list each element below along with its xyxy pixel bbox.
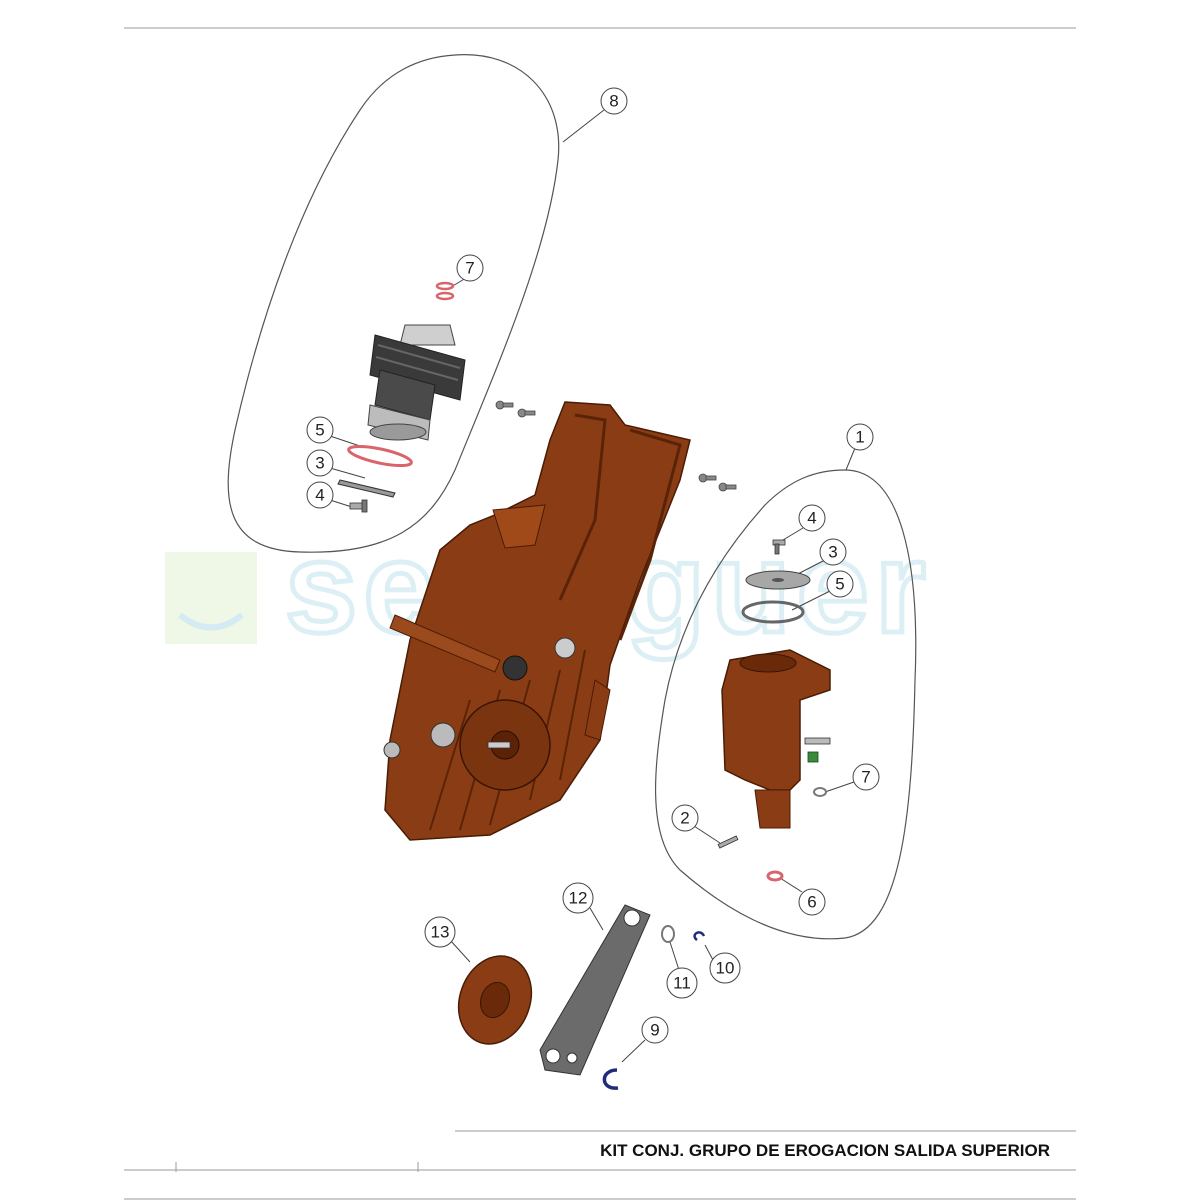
o-ring-5-right [741,600,805,624]
callout-10: 10 [709,952,741,984]
callout-3-left: 3 [306,449,334,477]
svg-text:9: 9 [650,1021,659,1040]
svg-text:5: 5 [835,575,844,594]
svg-text:4: 4 [807,509,816,528]
group-8-outline [227,54,560,553]
callout-5-left: 5 [306,416,334,444]
svg-text:2: 2 [680,809,689,828]
washer-7-right [813,787,827,797]
group-1-parts [717,539,831,882]
svg-text:12: 12 [569,889,588,908]
o-ring-6 [766,870,784,882]
callout-9: 9 [641,1016,669,1044]
svg-text:13: 13 [431,923,450,942]
clip-10 [693,931,706,942]
callout-7-right: 7 [852,763,880,791]
screw-4-right [772,539,786,555]
callout-4-right: 4 [798,504,826,532]
group-1-outline [655,469,917,940]
callouts: 8 7 5 3 4 1 4 3 5 7 2 6 12 13 11 10 9 [306,87,880,1044]
svg-text:10: 10 [716,959,735,978]
svg-text:11: 11 [673,974,691,993]
bottom-parts [457,904,706,1090]
callout-2: 2 [671,804,699,832]
callout-3-right: 3 [819,538,847,566]
callout-11: 11 [666,967,698,999]
pulley-13 [457,955,533,1045]
svg-text:6: 6 [807,893,816,912]
callout-5-right: 5 [826,570,854,598]
svg-text:1: 1 [855,428,864,447]
horizontal-rod [389,614,501,673]
washer-3-left [337,479,396,498]
drawing-title: KIT CONJ. GRUPO DE EROGACION SALIDA SUPE… [600,1141,1050,1160]
o-ring-5-left [347,444,413,468]
main-housing [383,401,691,841]
funnel [492,504,546,549]
callout-7-left: 7 [456,254,484,282]
spout-body [721,649,831,829]
drawing-frame [124,27,1076,1200]
svg-text:3: 3 [315,454,324,473]
callout-13: 13 [424,916,456,948]
valve-cartridge [367,324,466,441]
callout-8: 8 [600,87,628,115]
callout-12: 12 [562,882,594,914]
link-bar-12 [539,904,651,1076]
callout-6: 6 [798,888,826,916]
clip-9 [602,1068,619,1090]
svg-text:8: 8 [609,92,618,111]
washer-11 [661,925,675,943]
o-ring-7-top [435,281,455,291]
small-screws [495,400,737,492]
pin-2 [717,835,739,849]
svg-text:5: 5 [315,421,324,440]
screw-4-left [349,499,368,513]
callout-4-left: 4 [306,481,334,509]
svg-text:7: 7 [861,768,870,787]
svg-text:4: 4 [315,486,324,505]
svg-text:3: 3 [828,543,837,562]
group-8-parts [337,281,466,513]
svg-text:7: 7 [465,259,474,278]
callout-1: 1 [846,423,874,451]
